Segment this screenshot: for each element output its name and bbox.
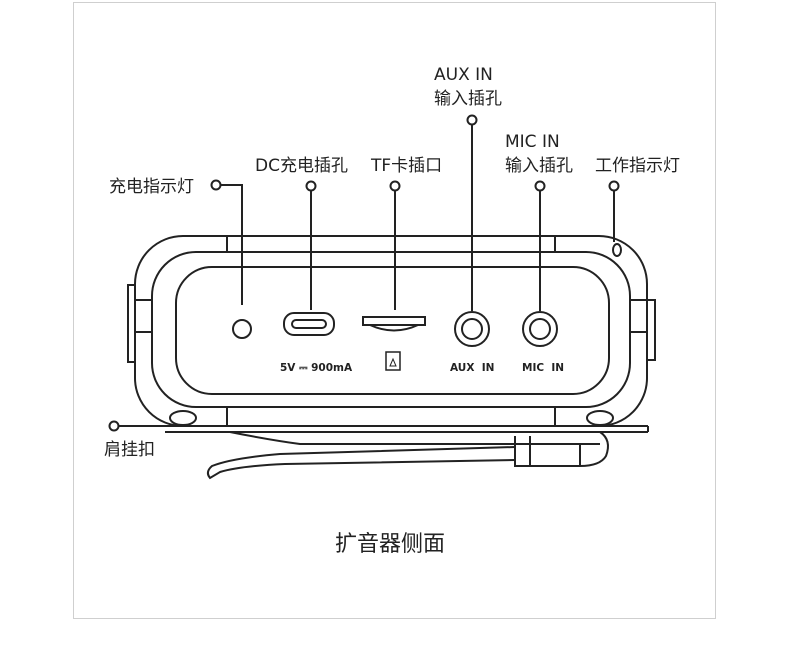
aux-print: AUX IN xyxy=(450,362,494,374)
tf-slot-label: TF卡插口 xyxy=(370,156,442,176)
tf-slot-marker xyxy=(389,180,401,192)
mic-in-label-en: MIC IN xyxy=(505,132,560,152)
shoulder-clip-marker xyxy=(108,420,120,432)
figure-caption: 扩音器侧面 xyxy=(335,532,445,557)
shoulder-clip xyxy=(165,425,649,480)
aux-in-label-cn: 输入插孔 xyxy=(434,89,502,109)
charge-indicator-led xyxy=(232,319,252,339)
charge-indicator-marker xyxy=(210,179,222,191)
aux-jack-inner xyxy=(461,318,483,340)
dc-port xyxy=(283,312,335,336)
tf-slot xyxy=(362,316,426,326)
mic-in-marker xyxy=(534,180,546,192)
inner-bezel xyxy=(151,251,631,408)
power-rating-print: 5V ⎓ 900mA xyxy=(280,362,353,374)
tf-card-icon xyxy=(385,351,401,371)
dc-port-label: DC充电插孔 xyxy=(255,156,348,176)
face-panel xyxy=(175,266,610,395)
figure-frame xyxy=(73,2,716,619)
tf-slot-lip xyxy=(369,324,419,332)
aux-in-marker xyxy=(466,114,478,126)
work-indicator-label: 工作指示灯 xyxy=(595,156,680,176)
charge-indicator-label: 充电指示灯 xyxy=(109,177,194,197)
ports xyxy=(232,311,558,371)
mic-in-label-cn: 输入插孔 xyxy=(505,156,573,176)
dc-port-marker xyxy=(305,180,317,192)
shoulder-clip-label: 肩挂扣 xyxy=(104,440,155,460)
mic-jack-inner xyxy=(529,318,551,340)
aux-in-label-en: AUX IN xyxy=(434,65,493,85)
dc-port-inner xyxy=(291,319,327,329)
mic-print: MIC IN xyxy=(522,362,564,374)
mic-jack xyxy=(522,311,558,347)
work-indicator-marker xyxy=(608,180,620,192)
aux-jack xyxy=(454,311,490,347)
work-indicator-led xyxy=(612,243,622,257)
tf-card-icon-mark xyxy=(389,357,397,367)
callout-lines xyxy=(108,114,620,432)
